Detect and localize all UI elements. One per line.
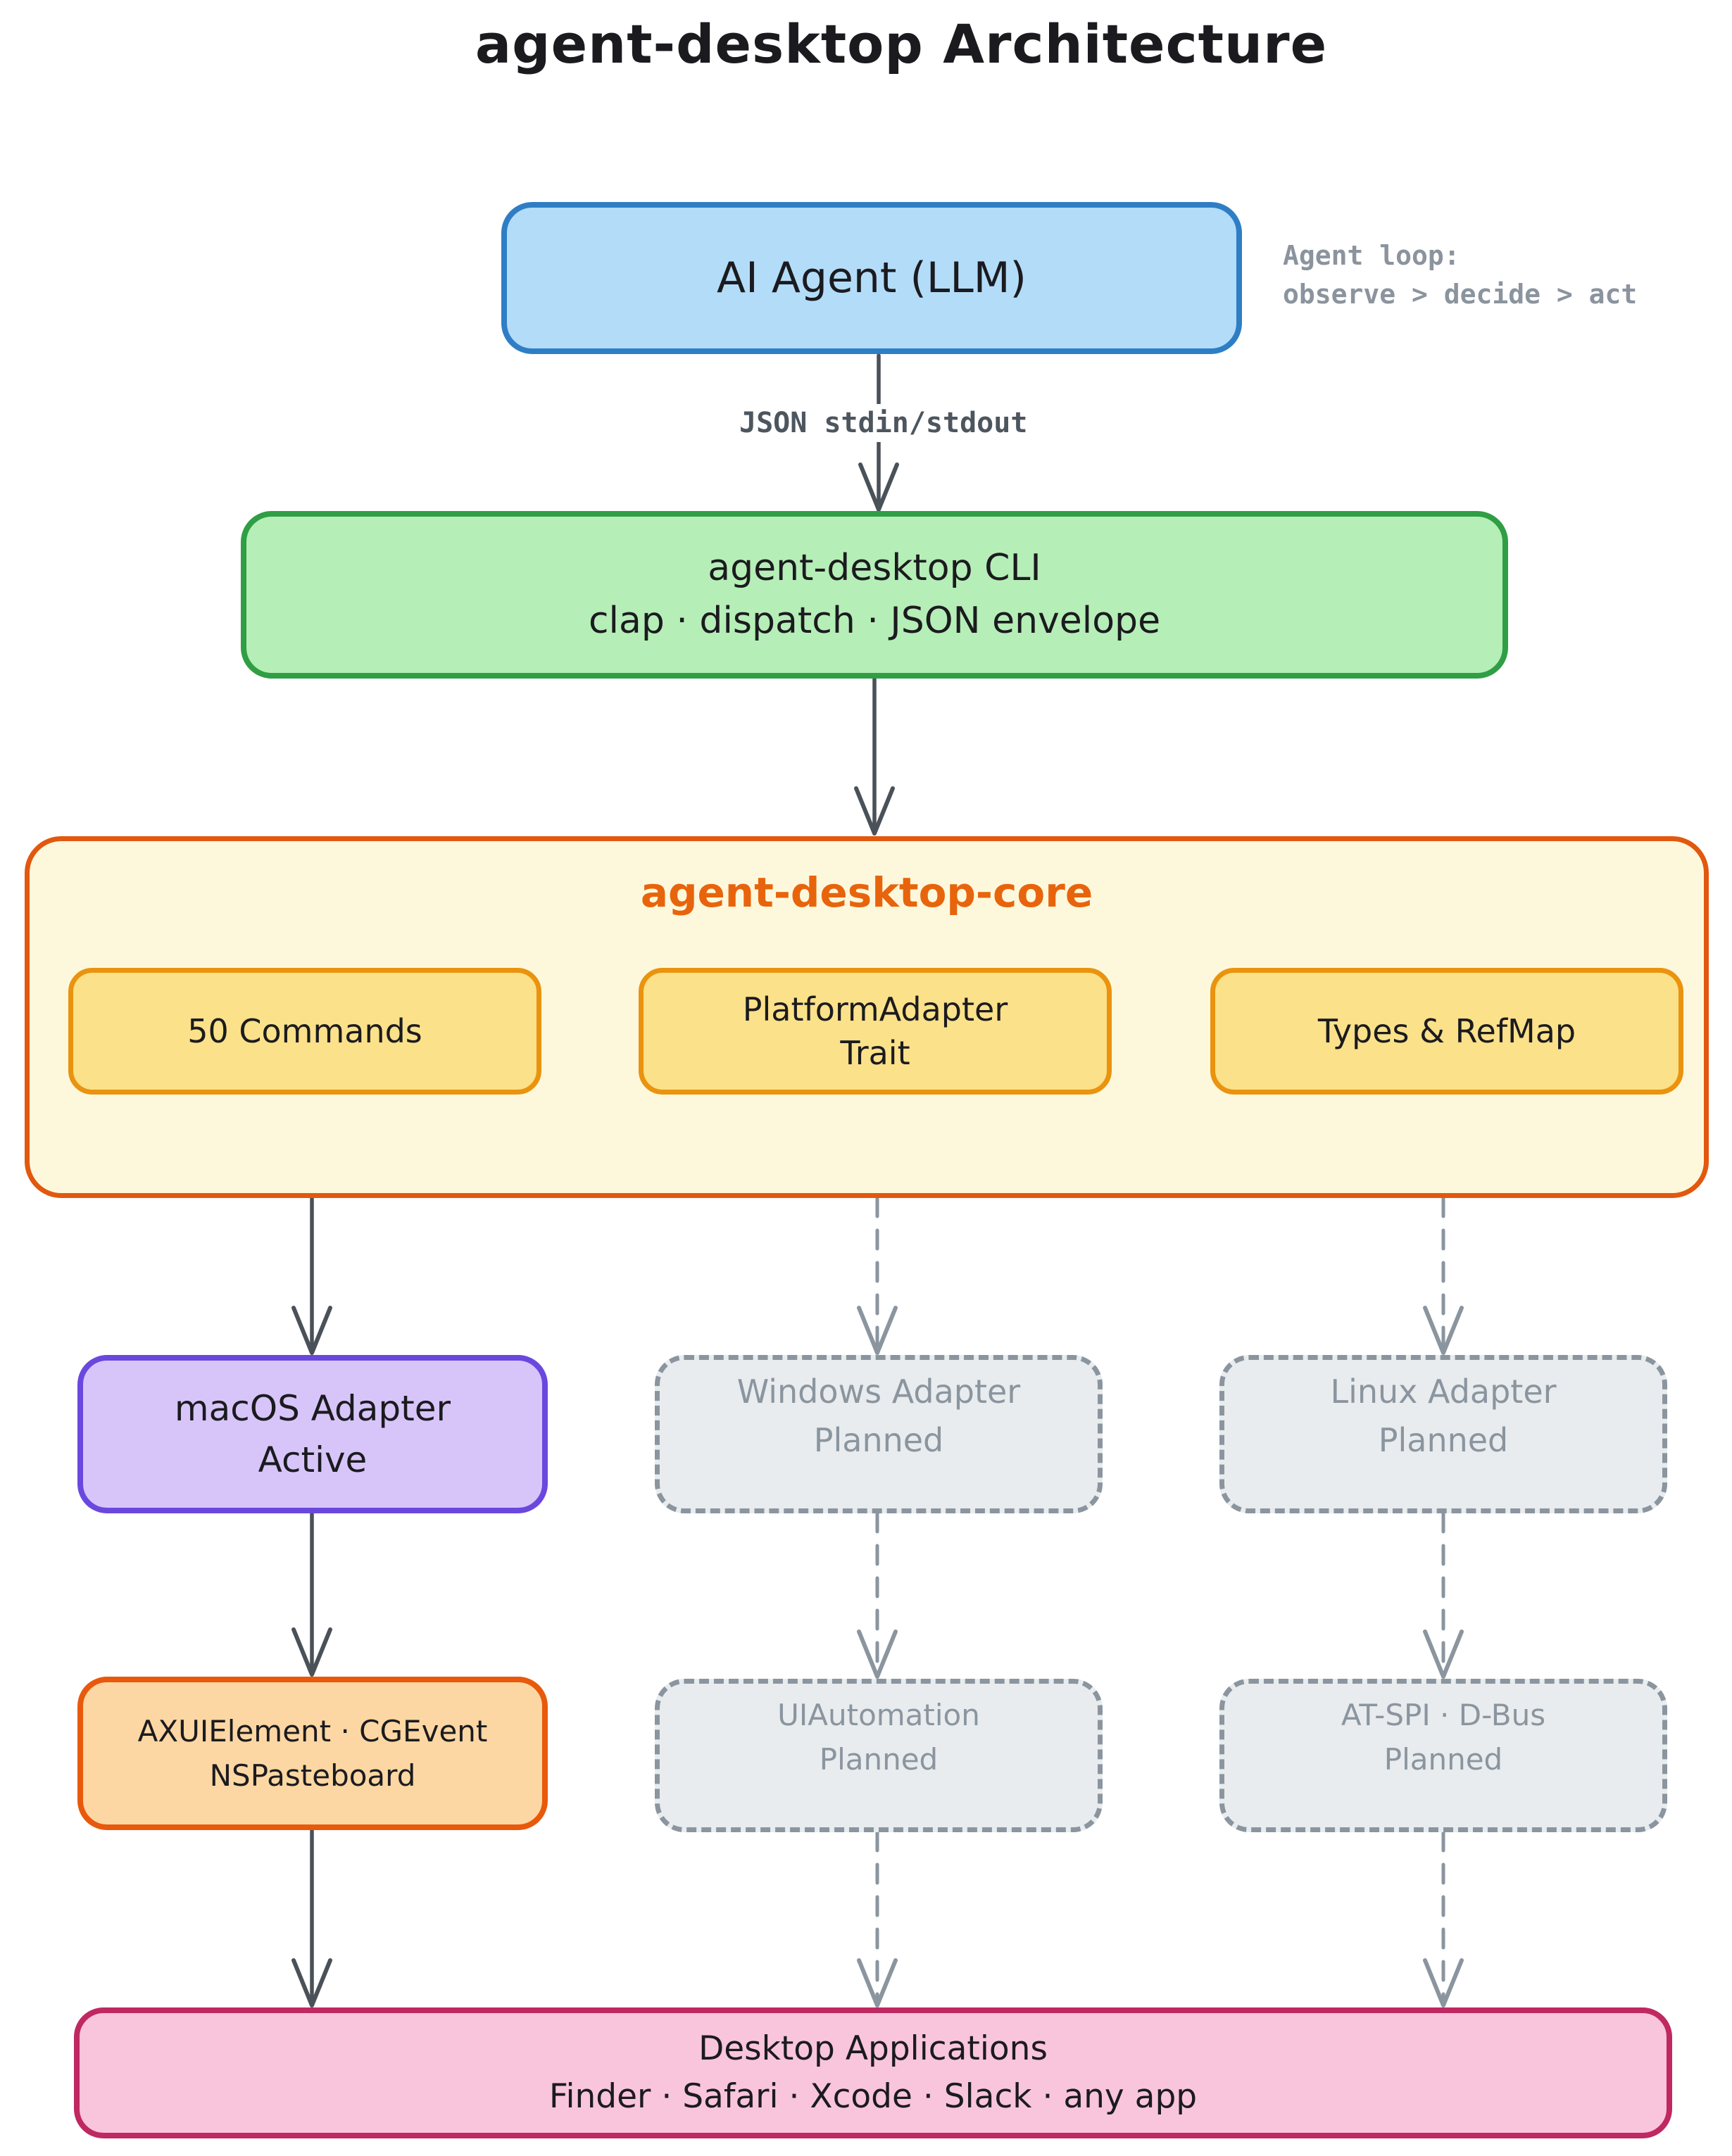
windows-impl-line2: Planned bbox=[819, 1742, 939, 1777]
edge-windows-adapter-to-impl bbox=[857, 1511, 898, 1679]
ai-agent-label: AI Agent (LLM) bbox=[717, 253, 1027, 303]
macos-adapter-node: macOS Adapter Active bbox=[77, 1355, 548, 1513]
commands-label: 50 Commands bbox=[187, 1011, 422, 1050]
core-container: agent-desktop-core 50 Commands PlatformA… bbox=[25, 836, 1709, 1198]
macos-impl-line1: AXUIElement · CGEvent bbox=[137, 1714, 488, 1748]
cli-label-line2: clap · dispatch · JSON envelope bbox=[588, 600, 1161, 642]
desktop-apps-line1: Desktop Applications bbox=[698, 2029, 1048, 2068]
core-title: agent-desktop-core bbox=[640, 869, 1093, 916]
windows-adapter-node: Windows Adapter Planned bbox=[655, 1355, 1103, 1513]
macos-impl-line2: NSPasteboard bbox=[209, 1758, 416, 1793]
windows-adapter-line2: Planned bbox=[813, 1420, 944, 1459]
edge-windows-impl-to-apps bbox=[857, 1830, 898, 2007]
ai-agent-node: AI Agent (LLM) bbox=[501, 202, 1242, 354]
macos-adapter-line1: macOS Adapter bbox=[174, 1388, 451, 1429]
edge-linux-adapter-to-impl bbox=[1423, 1511, 1464, 1679]
platform-adapter-trait-line1: PlatformAdapter bbox=[742, 990, 1008, 1028]
edge-core-to-windows-adapter bbox=[857, 1196, 898, 1355]
diagram-title: agent-desktop Architecture bbox=[475, 13, 1328, 75]
commands-node: 50 Commands bbox=[68, 968, 541, 1095]
windows-adapter-line1: Windows Adapter bbox=[736, 1372, 1021, 1411]
edge-core-to-macos-adapter bbox=[291, 1196, 332, 1355]
edge-macos-impl-to-apps bbox=[291, 1828, 332, 2007]
agent-loop-annotation: Agent loop: observe > decide > act bbox=[1283, 240, 1638, 310]
linux-impl-line2: Planned bbox=[1383, 1742, 1503, 1777]
edge-linux-impl-to-apps bbox=[1423, 1830, 1464, 2007]
cli-label-line1: agent-desktop CLI bbox=[708, 546, 1041, 589]
macos-adapter-line2: Active bbox=[258, 1439, 368, 1480]
edge-cli-to-core bbox=[854, 676, 895, 836]
macos-impl-node: AXUIElement · CGEvent NSPasteboard bbox=[77, 1677, 548, 1830]
linux-adapter-node: Linux Adapter Planned bbox=[1219, 1355, 1667, 1513]
linux-adapter-line1: Linux Adapter bbox=[1330, 1372, 1557, 1411]
edge-macos-adapter-to-impl bbox=[291, 1511, 332, 1677]
desktop-apps-line2: Finder · Safari · Xcode · Slack · any ap… bbox=[548, 2077, 1198, 2116]
types-refmap-label: Types & RefMap bbox=[1317, 1011, 1576, 1050]
windows-impl-node: UIAutomation Planned bbox=[655, 1679, 1103, 1832]
platform-adapter-trait-line2: Trait bbox=[840, 1034, 910, 1072]
linux-impl-node: AT-SPI · D-Bus Planned bbox=[1219, 1679, 1667, 1832]
cli-node: agent-desktop CLI clap · dispatch · JSON… bbox=[241, 511, 1508, 679]
desktop-apps-node: Desktop Applications Finder · Safari · X… bbox=[74, 2007, 1672, 2138]
platform-adapter-trait-node: PlatformAdapter Trait bbox=[639, 968, 1112, 1095]
windows-impl-line1: UIAutomation bbox=[777, 1698, 980, 1732]
linux-adapter-line2: Planned bbox=[1378, 1420, 1509, 1459]
linux-impl-line1: AT-SPI · D-Bus bbox=[1341, 1698, 1546, 1732]
json-stdio-edge-label: JSON stdin/stdout bbox=[729, 404, 1038, 442]
edge-core-to-linux-adapter bbox=[1423, 1196, 1464, 1355]
types-refmap-node: Types & RefMap bbox=[1210, 968, 1683, 1095]
